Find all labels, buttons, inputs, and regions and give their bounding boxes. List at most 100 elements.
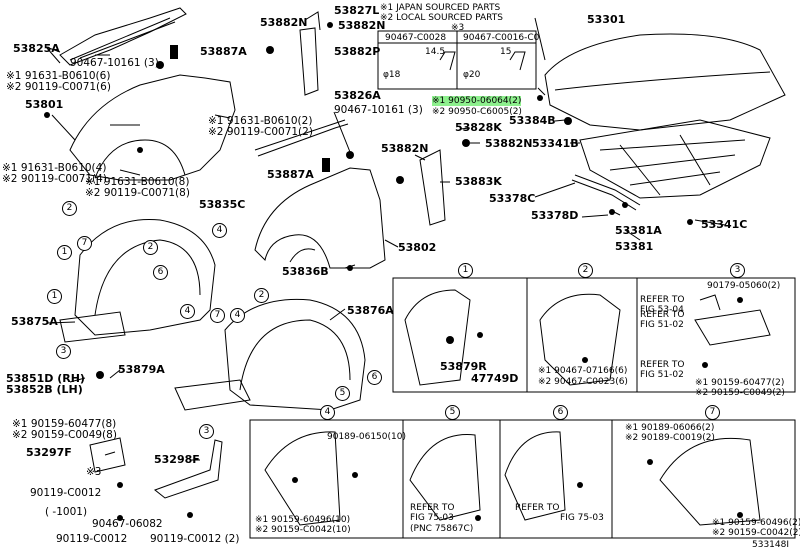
- label-90467-07166: ※1 90467-07166(6): [538, 366, 628, 376]
- label-53378D: 53378D: [531, 209, 579, 222]
- label-90189-06150: 90189-06150(10): [327, 432, 406, 442]
- label-53827L: 53827L: [334, 4, 380, 17]
- callout-4: 4: [212, 223, 227, 238]
- section-7: 7: [705, 405, 720, 420]
- diagram-id: 533148I: [752, 540, 790, 550]
- callout-7b: 7: [210, 308, 225, 323]
- callout-5: 5: [335, 386, 350, 401]
- label-53835C: 53835C: [199, 198, 246, 211]
- label-90119-C0012-b: 90119-C0012: [56, 533, 128, 545]
- label-53882N-c: 53882N: [485, 137, 533, 150]
- label-53341B: 53341B: [532, 137, 579, 150]
- label-53876A: 53876A: [347, 304, 394, 317]
- label-53801: 53801: [25, 98, 64, 111]
- clip-col1: 90467-C0028: [385, 33, 447, 43]
- liner-53876A: [224, 298, 366, 411]
- label-53301: 53301: [587, 13, 626, 26]
- label-90159-b2: ※2 90159-C0049(2): [695, 388, 785, 398]
- label-fig-53: FIG 53-04: [640, 305, 684, 315]
- label-90950-06064: ※1 90950-06064(2): [432, 96, 522, 106]
- label-90159-a2: ※2 90159-C0049(8): [12, 429, 117, 441]
- label-90119-d: ※2 90119-C0071(8): [85, 187, 190, 199]
- callout-2b: 2: [143, 240, 158, 255]
- callout-3: 3: [56, 344, 71, 359]
- cowl-top-panel: [59, 7, 187, 66]
- label-53882N: 53882N: [260, 16, 308, 29]
- label-53341C: 53341C: [701, 218, 748, 231]
- label-90189-06066: ※1 90189-06066(2): [625, 423, 715, 433]
- fender-53801: [69, 74, 236, 181]
- label-fig-75a: FIG 75-03: [410, 513, 454, 523]
- label-refer-75b: REFER TO: [515, 503, 560, 513]
- label-90950-C6005: ※2 90950-C6005(2): [432, 107, 522, 117]
- label-91631-b: ※1 91631-B0610(2): [208, 115, 313, 127]
- callout-6b: 6: [367, 370, 382, 385]
- label-91631-d: ※1 91631-B0610(8): [85, 176, 190, 188]
- label-53381: 53381: [615, 240, 654, 253]
- section-1: 1: [458, 263, 473, 278]
- label-53828K: 53828K: [455, 121, 502, 134]
- label-refer-51b: REFER TO: [640, 360, 685, 370]
- callout-4c: 4: [230, 308, 245, 323]
- label-90467-C0023: ※2 90467-C0023(6): [538, 377, 628, 387]
- label-90119-c: ※2 90119-C0071(4): [2, 173, 107, 185]
- clip-d2: 15: [500, 47, 512, 57]
- label-53882P: 53882P: [334, 45, 381, 58]
- clip-col2: 90467-C0016-C0: [463, 33, 540, 43]
- label-90159-c: ※1 90159-60496(10): [255, 515, 351, 525]
- label-90159-d: ※1 90159-60496(2): [712, 518, 800, 528]
- section-5: 5: [445, 405, 460, 420]
- label-refer-53: REFER TO: [640, 295, 685, 305]
- liner-53875A: [74, 218, 216, 336]
- label-53381A: 53381A: [615, 224, 662, 237]
- callout-2: 2: [62, 201, 77, 216]
- label-53298F: 53298F: [154, 453, 200, 466]
- label-53882N-b: 53882N: [338, 19, 386, 32]
- label-53378C: 53378C: [489, 192, 536, 205]
- callout-4b: 4: [180, 304, 195, 319]
- label-53384B: 53384B: [509, 114, 556, 127]
- callout-6: 6: [153, 265, 168, 280]
- label-53825A: 53825A: [13, 42, 60, 55]
- label-90119-b: ※2 90119-C0071(2): [208, 126, 313, 138]
- label-fig-51a: FIG 51-02: [640, 320, 684, 330]
- label-pnc: (PNC 75867C): [410, 524, 474, 534]
- label-90159-b: ※1 90159-60477(2): [695, 378, 785, 388]
- label-fig-51b: FIG 51-02: [640, 370, 684, 380]
- callout-1: 1: [57, 245, 72, 260]
- label-53826A: 53826A: [334, 89, 381, 102]
- section-6: 6: [553, 405, 568, 420]
- legend-japan: ※1 JAPAN SOURCED PARTS: [380, 3, 501, 13]
- callout-7: 7: [77, 236, 92, 251]
- label-range: ( -1001): [45, 506, 88, 518]
- label-47749D: 47749D: [471, 372, 519, 385]
- label-90179: 90179-05060(2): [707, 281, 781, 291]
- label-90159-d2: ※2 90159-C0042(2): [712, 528, 800, 538]
- label-refer-51a: REFER TO: [640, 310, 685, 320]
- label-53836B: 53836B: [282, 265, 329, 278]
- clip-d1: 14.5: [425, 47, 446, 57]
- label-53882N-d: 53882N: [381, 142, 429, 155]
- label-91631-c: ※1 91631-B0610(4): [2, 162, 107, 174]
- label-53879A: 53879A: [118, 363, 165, 376]
- hood-inner: [579, 119, 771, 199]
- callout-3b: 3: [199, 424, 214, 439]
- legend-ref: ※3: [451, 23, 465, 33]
- label-90467-06082: 90467-06082: [92, 518, 163, 530]
- label-refer-75a: REFER TO: [410, 503, 455, 513]
- label-fig-75b: FIG 75-03: [560, 513, 604, 523]
- label-90189-C0019: ※2 90189-C0019(2): [625, 433, 715, 443]
- clip-dia2: φ20: [463, 70, 481, 80]
- clip-dia1: φ18: [383, 70, 401, 80]
- label-91631-a: ※1 91631-B0610(6): [6, 70, 111, 82]
- label-90159-a: ※1 90159-60477(8): [12, 418, 117, 430]
- label-53887A: 53887A: [200, 45, 247, 58]
- label-90159-c2: ※2 90159-C0042(10): [255, 525, 351, 535]
- fender-53802: [254, 167, 386, 269]
- label-90119-C0012-c: 90119-C0012 (2): [150, 533, 240, 545]
- label-53887A-b: 53887A: [267, 168, 314, 181]
- label-53883K: 53883K: [455, 175, 502, 188]
- hood-53301: [544, 33, 786, 131]
- label-53875A: 53875A: [11, 315, 58, 328]
